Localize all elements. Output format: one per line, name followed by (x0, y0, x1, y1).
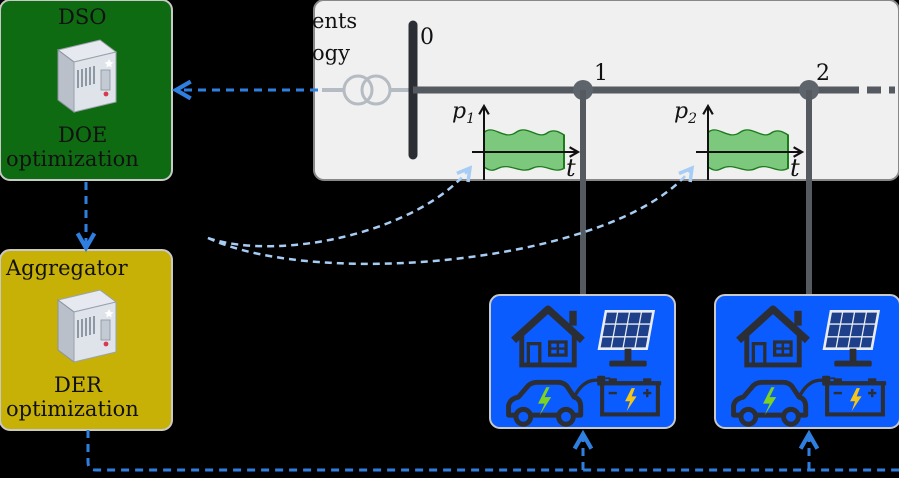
bus-label-1: 1 (594, 61, 608, 86)
t2-label: t (790, 154, 800, 182)
p1-label: p1 (452, 99, 475, 127)
prosumer-box-1 (489, 294, 676, 429)
aggregator-subtitle-1: DER (54, 373, 103, 397)
p2-label: p2 (674, 99, 697, 127)
aggregator-title: Aggregator (5, 256, 129, 280)
dso-server-icon (57, 39, 117, 113)
aggregator-server-icon (57, 289, 117, 363)
power-envelope-plot-1: p1 t (452, 99, 581, 182)
dso-subtitle-2: optimization (6, 147, 139, 171)
dso-box: DSO DOE optimization (0, 0, 173, 181)
bus-label-0: 0 (420, 25, 434, 50)
network-panel: ents ogy 0 1 2 p1 t (312, 0, 899, 182)
arrow-doe-to-p2 (207, 168, 692, 266)
prosumer-box-2 (714, 294, 899, 429)
transformer-icon (322, 74, 412, 106)
network-partial-text-1: ents (312, 9, 357, 33)
aggregator-subtitle-2: optimization (6, 397, 139, 421)
t1-label: t (566, 154, 576, 182)
network-partial-text-2: ogy (312, 41, 350, 65)
arrow-aggregator-dispatch (86, 430, 899, 472)
power-envelope-plot-2: p2 t (674, 99, 805, 182)
dso-subtitle-1: DOE (58, 123, 107, 147)
aggregator-box: Aggregator DER optimization (0, 249, 173, 431)
dso-title: DSO (58, 5, 106, 29)
bus-label-2: 2 (816, 61, 830, 86)
